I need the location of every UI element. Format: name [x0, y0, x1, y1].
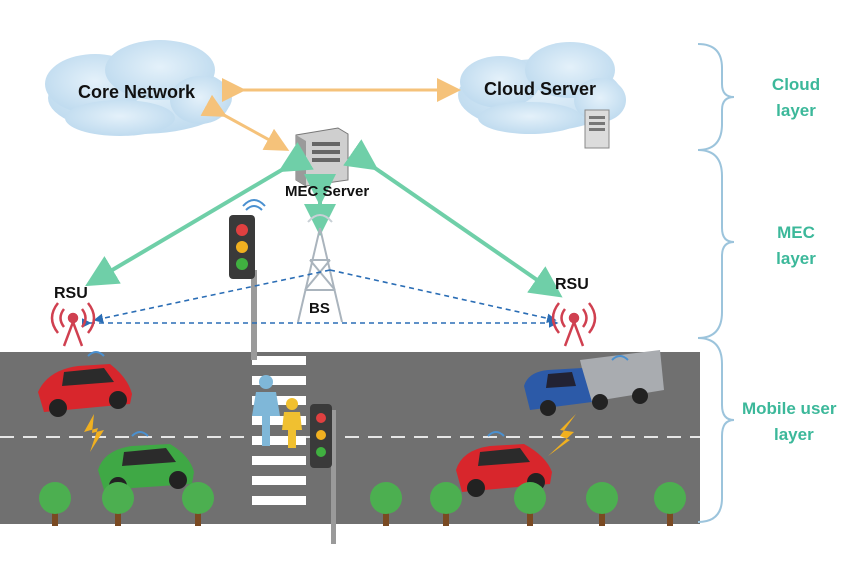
mec-layer-line2: layer [776, 249, 816, 268]
cloud-layer-line1: Cloud [771, 75, 821, 94]
traffic-light-upper [229, 199, 266, 360]
mec-rsu-right-link [343, 139, 563, 298]
blue-truck [524, 350, 664, 416]
rsu-left-icon [50, 302, 96, 347]
pedestrian-adult [252, 375, 280, 446]
rsu-left-label: RSU [54, 285, 88, 302]
mec-rsu-left-link [85, 142, 314, 287]
core-network-label: Core Network [78, 82, 196, 102]
cloud-layer-line2: layer [776, 101, 816, 120]
cloud-layer-label: Cloud layer [746, 72, 846, 124]
mobile-layer-line1: Mobile user [742, 399, 837, 418]
bs-label: BS [309, 300, 330, 317]
lightning-icon-right [548, 414, 576, 456]
mec-layer-line1: MEC [777, 223, 815, 242]
pedestrian-child [282, 398, 302, 448]
mobile-layer-line2: layer [774, 425, 814, 444]
mec-layer-label: MEC layer [746, 220, 846, 272]
rsu-right-icon [551, 302, 597, 347]
green-car [98, 431, 194, 495]
bs-rsu-left-link [93, 269, 331, 324]
cloud-server-cloud [458, 42, 626, 134]
rsu-right-label: RSU [555, 276, 589, 293]
lightning-icon-left [84, 414, 104, 452]
red-car-left [38, 351, 132, 417]
crosswalk [252, 356, 306, 505]
mobile-user-layer-label: Mobile user layer [742, 396, 852, 448]
mec-server-icon [295, 127, 349, 187]
core-mec-link [200, 94, 290, 151]
cloud-server-label: Cloud Server [484, 79, 597, 99]
core-network-cloud [45, 40, 232, 136]
tree-row [39, 482, 686, 526]
cloud-server-icon [584, 109, 610, 149]
layer-brace [697, 43, 735, 523]
mec-server-label: MEC Server [285, 183, 370, 200]
bs-rsu-right-link [329, 269, 557, 323]
traffic-light-lower [310, 404, 336, 544]
